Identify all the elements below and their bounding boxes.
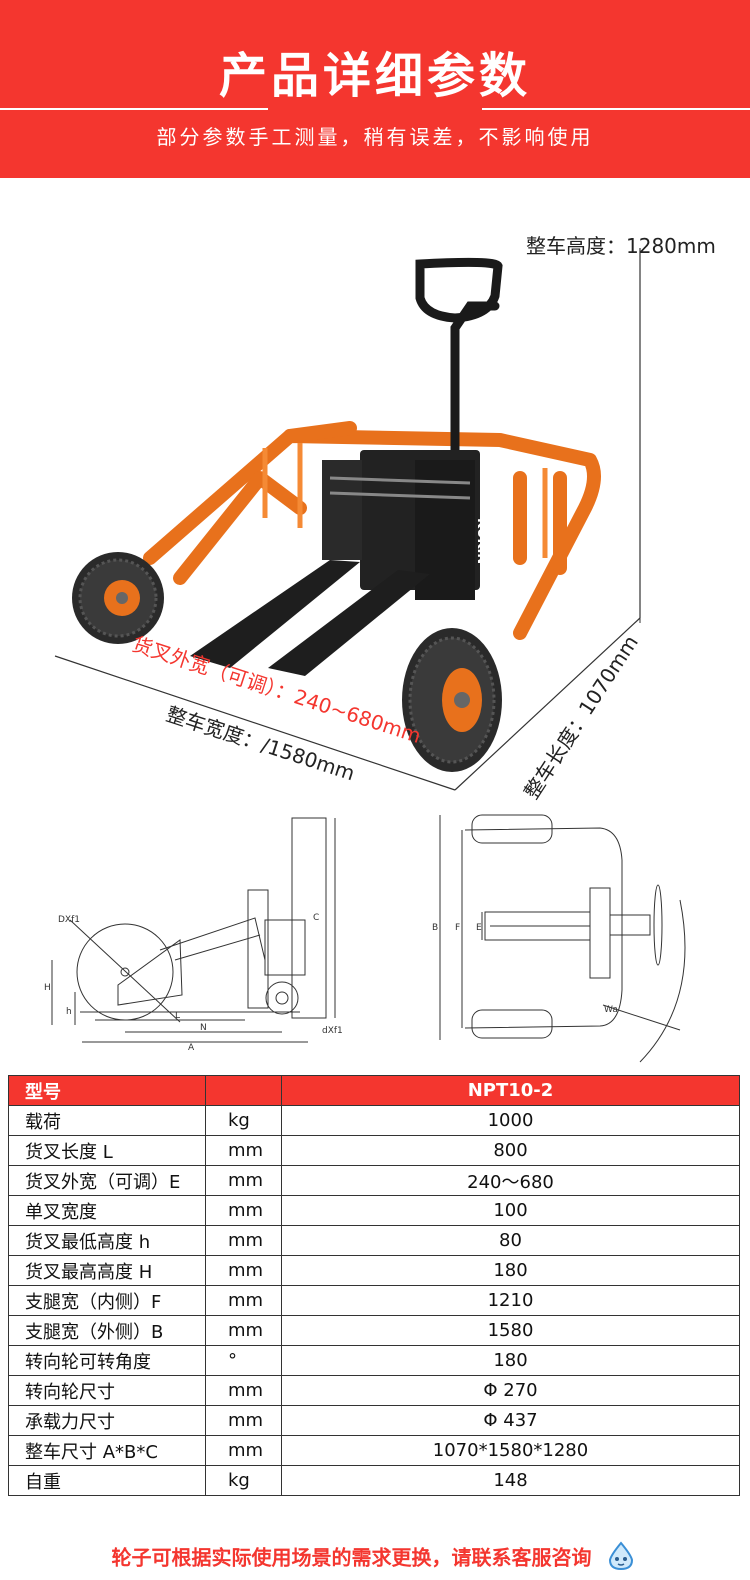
table-header-unit (205, 1075, 282, 1106)
param-unit: mm (205, 1375, 282, 1406)
param-name: 载荷 (8, 1105, 206, 1136)
param-unit: mm (205, 1435, 282, 1466)
drawing-label-a: A (188, 1043, 195, 1053)
param-value: 1210 (281, 1285, 740, 1316)
param-unit: kg (205, 1105, 282, 1136)
page-title: 产品详细参数 (218, 48, 531, 104)
param-value: 180 (281, 1255, 740, 1286)
drawing-label-l: L (175, 1011, 180, 1021)
product-photo-area: KUKIN 整车高度：1280mm 货叉外宽（可调）：240~680mm 整车宽… (0, 178, 750, 803)
param-name: 货叉长度 L (8, 1135, 206, 1166)
height-label: 整车高度：1280mm (526, 234, 716, 258)
drawing-label-dxf1-top: DXf1 (58, 915, 80, 925)
param-value: Φ 437 (281, 1405, 740, 1436)
param-value: 180 (281, 1345, 740, 1376)
left-wheel (72, 552, 164, 644)
param-unit: mm (205, 1195, 282, 1226)
drawing-label-e: E (476, 923, 482, 933)
param-value: 100 (281, 1195, 740, 1226)
param-name: 转向轮尺寸 (8, 1375, 206, 1406)
param-name: 自重 (8, 1465, 206, 1496)
param-value: 1580 (281, 1315, 740, 1346)
pallet-truck-illustration: KUKIN (54, 248, 641, 791)
drawing-label-wa: Wa (604, 1005, 618, 1015)
drawing-label-n: N (200, 1023, 207, 1033)
param-unit: mm (205, 1255, 282, 1286)
footer-note: 轮子可根据实际使用场景的需求更换，请联系客服咨询 (0, 1541, 750, 1571)
table-header-row: 型号 NPT10-2 (8, 1075, 740, 1106)
technical-drawings: DXf1 dXf1 C H h L N A B F E Wa (0, 800, 750, 1072)
table-row: 转向轮可转角度°180 (8, 1345, 740, 1376)
param-unit: mm (205, 1225, 282, 1256)
param-value: 80 (281, 1225, 740, 1256)
param-value: 148 (281, 1465, 740, 1496)
header-banner: 产品详细参数 部分参数手工测量，稍有误差，不影响使用 (0, 0, 750, 178)
table-header-model-value: NPT10-2 (281, 1075, 740, 1106)
right-wheel (402, 628, 502, 772)
param-value: 1070*1580*1280 (281, 1435, 740, 1466)
drawing-label-c: C (313, 913, 319, 923)
footer-note-text: 轮子可根据实际使用场景的需求更换，请联系客服咨询 (111, 1545, 592, 1570)
param-value: 1000 (281, 1105, 740, 1136)
fork-right (268, 570, 430, 676)
drawing-label-h-lower: h (66, 1007, 72, 1017)
param-unit: mm (205, 1135, 282, 1166)
param-unit: kg (205, 1465, 282, 1496)
param-unit: mm (205, 1315, 282, 1346)
param-name: 单叉宽度 (8, 1195, 206, 1226)
param-unit: mm (205, 1405, 282, 1436)
param-value: 800 (281, 1135, 740, 1166)
drawing-label-f: F (455, 923, 460, 933)
water-drop-mascot-icon (609, 1541, 634, 1571)
param-name: 货叉外宽（可调）E (8, 1165, 206, 1196)
drawing-label-b: B (432, 923, 438, 933)
param-name: 支腿宽（外侧）B (8, 1315, 206, 1346)
param-unit: mm (205, 1165, 282, 1196)
param-name: 货叉最低高度 h (8, 1225, 206, 1256)
drawing-label-h-upper: H (44, 983, 51, 993)
table-header-model: 型号 (8, 1075, 206, 1106)
header-divider-right (482, 108, 750, 110)
param-value: 240～680 (281, 1165, 740, 1196)
param-name: 承载力尺寸 (8, 1405, 206, 1436)
param-name: 货叉最高高度 H (8, 1255, 206, 1286)
page-subtitle: 部分参数手工测量，稍有误差，不影响使用 (156, 125, 594, 149)
param-value: Φ 270 (281, 1375, 740, 1406)
param-unit: mm (205, 1285, 282, 1316)
brand-logo: KUKIN (474, 518, 489, 564)
technical-drawing-svg: DXf1 dXf1 C H h L N A B F E Wa (44, 814, 686, 1063)
fork-left (190, 560, 360, 668)
param-name: 支腿宽（内侧）F (8, 1285, 206, 1316)
param-unit: ° (205, 1345, 282, 1376)
header-divider-left (0, 108, 268, 110)
param-name: 转向轮可转角度 (8, 1345, 206, 1376)
drawing-label-dxf1-bottom: dXf1 (322, 1026, 343, 1036)
param-name: 整车尺寸 A*B*C (8, 1435, 206, 1466)
